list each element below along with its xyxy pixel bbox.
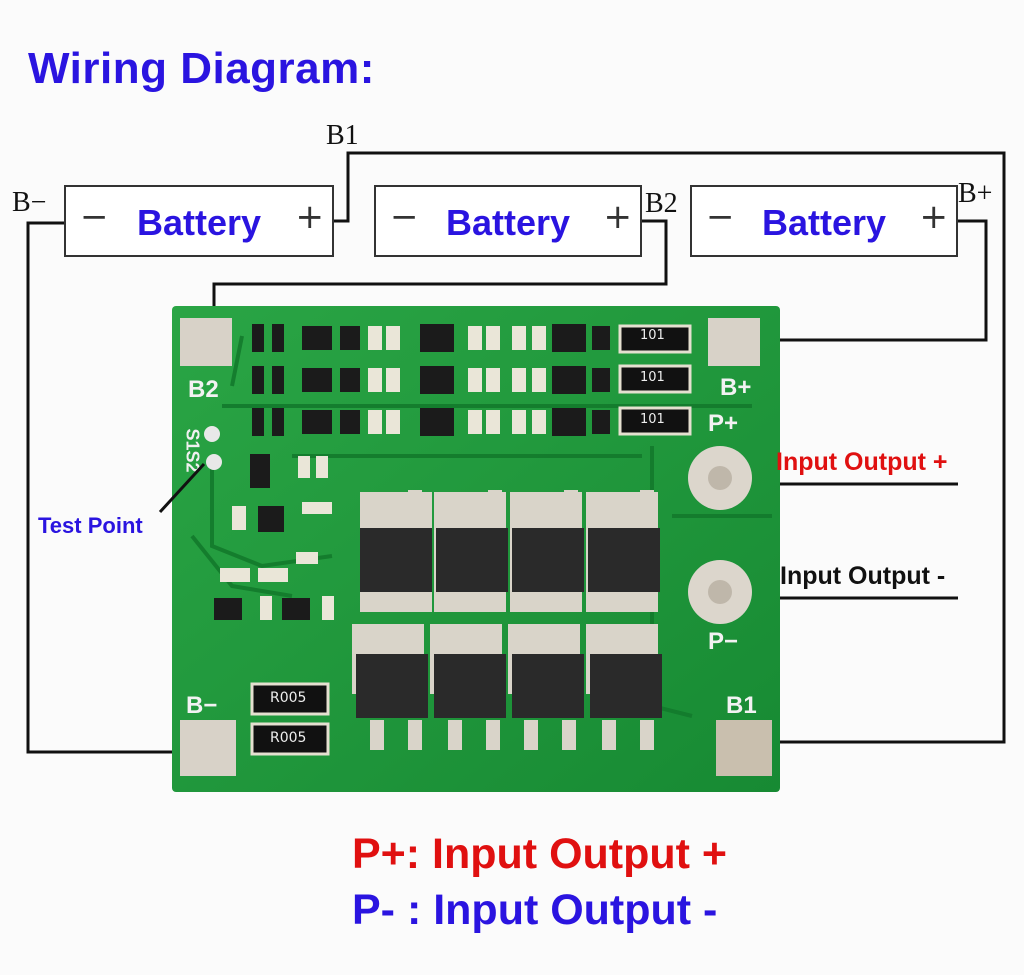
battery-label: Battery [136,202,262,243]
resistor-code-1: 101 [640,328,665,343]
battery-plus-terminal: + [919,197,949,237]
label-b-plus: B+ [958,178,993,209]
wire-b2 [212,219,668,322]
test-point-pad-label: S1S2 [182,428,203,473]
wire-b1 [334,151,1006,744]
pad-b2 [180,318,232,366]
resistor-code-3: 101 [640,412,665,427]
battery-label: Battery [761,202,887,243]
pad-b1 [716,720,772,776]
input-output-minus-label: Input Output - [780,562,946,590]
label-b2: B2 [645,188,678,219]
pad-b-minus [180,720,236,776]
legend-p-minus: P- : Input Output - [352,886,718,934]
battery-2: − Battery + [374,185,642,257]
battery-plus-terminal: + [295,197,325,237]
pad-label-p-plus: P+ [708,410,739,437]
test-point-s1 [204,426,220,442]
label-b1: B1 [326,120,359,151]
battery-1: − Battery + [64,185,334,257]
shunt-code-2: R005 [270,730,307,746]
resistor-101-3 [618,406,692,436]
test-point-label: Test Point [38,513,143,538]
resistor-101-1 [618,324,692,354]
pad-b-plus [708,318,760,366]
battery-3: − Battery + [690,185,958,257]
wire-b-minus [26,221,178,754]
pad-label-b-minus: B− [186,692,218,719]
shunt-code-1: R005 [270,690,307,706]
legend-p-plus: P+: Input Output + [352,830,728,878]
bms-pcb-board: B2 B+ P+ P− B1 B− S1S2 101 101 101 R005 … [172,306,780,792]
battery-minus-terminal: − [80,197,109,237]
input-output-plus-label: Input Output + [776,448,948,476]
pad-label-p-minus: P− [708,628,739,655]
pad-label-b1: B1 [726,692,757,719]
wire-b-plus [766,219,988,342]
resistor-code-2: 101 [640,370,665,385]
label-b-minus: B− [12,187,47,218]
battery-label: Battery [445,202,571,243]
diagram-title: Wiring Diagram: [28,44,375,93]
shunt-r005-2 [250,722,330,756]
pad-label-b2: B2 [188,376,219,403]
mosfet-array [352,490,662,750]
battery-plus-terminal: + [603,197,633,237]
test-point-s2 [206,454,222,470]
pcb-artwork [172,306,780,792]
pad-label-b-plus: B+ [720,374,752,401]
battery-minus-terminal: − [706,197,735,237]
shunt-r005-1 [250,682,330,716]
battery-minus-terminal: − [390,197,419,237]
resistor-101-2 [618,364,692,394]
